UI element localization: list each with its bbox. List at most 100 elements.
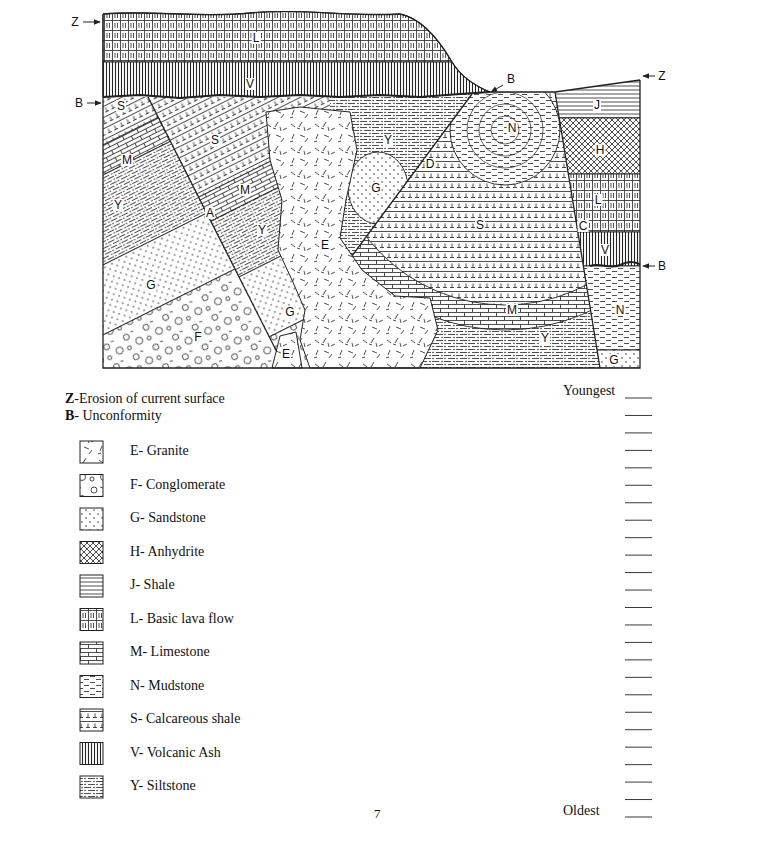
legend-text: L- Basic lava flow bbox=[130, 611, 234, 628]
unit-letter: G bbox=[145, 279, 156, 291]
unit-letter: M bbox=[121, 154, 133, 166]
answer-blank bbox=[625, 729, 652, 730]
unit-letter: J bbox=[593, 99, 601, 111]
pointer-arrow bbox=[643, 76, 655, 77]
unit-letter: Z bbox=[657, 70, 666, 82]
legend-note: B- Unconformity bbox=[65, 408, 162, 425]
unit-letter: S bbox=[116, 100, 126, 112]
legend-text: M- Limestone bbox=[130, 644, 210, 661]
right-block bbox=[550, 0, 645, 368]
answer-blank bbox=[625, 712, 652, 713]
horizontal-layer bbox=[550, 174, 645, 232]
legend-swatch bbox=[80, 508, 103, 530]
lava-flow-layer bbox=[103, 11, 452, 62]
unit-letter: G bbox=[608, 354, 619, 366]
unit-letter: G bbox=[284, 306, 295, 318]
erosion-surface bbox=[103, 11, 640, 92]
answer-blank bbox=[625, 398, 652, 399]
unit-letter: V bbox=[245, 78, 255, 90]
page-number: 7 bbox=[374, 806, 381, 822]
answer-blank bbox=[625, 607, 652, 608]
answer-blank bbox=[625, 572, 652, 573]
legend-text: G- Sandstone bbox=[130, 510, 206, 527]
legend-text: H- Anhydrite bbox=[130, 544, 204, 561]
fault-line bbox=[352, 94, 472, 256]
answer-blank bbox=[625, 502, 652, 503]
cross-section bbox=[83, 0, 759, 604]
order-heading: Oldest bbox=[563, 803, 600, 820]
unit-letter: B bbox=[506, 73, 516, 85]
unit-letter: A bbox=[205, 207, 215, 219]
legend-text: V- Volcanic Ash bbox=[130, 745, 221, 762]
answer-blank bbox=[625, 450, 652, 451]
unit-letter: N bbox=[507, 122, 518, 134]
answer-blank bbox=[625, 642, 652, 643]
pointer-arrow bbox=[83, 22, 100, 23]
legend-swatch bbox=[80, 441, 103, 463]
unit-letter: S bbox=[210, 134, 220, 146]
granite-intrusion bbox=[266, 107, 438, 368]
unit-letter: D bbox=[425, 158, 436, 170]
fault-line bbox=[555, 92, 600, 368]
volcanic-ash-layer bbox=[103, 62, 490, 98]
answer-blank bbox=[625, 467, 652, 468]
answer-blank bbox=[625, 782, 652, 783]
answer-blank bbox=[625, 415, 652, 416]
pointer-arrow bbox=[87, 103, 101, 104]
unit-letter: E bbox=[281, 348, 291, 360]
horizontal-layer bbox=[550, 0, 645, 118]
unit-letter: Y bbox=[383, 134, 393, 146]
unit-letter: H bbox=[595, 144, 606, 156]
answer-blank bbox=[625, 432, 652, 433]
legend-swatch bbox=[80, 475, 103, 497]
legend-swatches bbox=[80, 441, 103, 798]
unit-letter: M bbox=[239, 184, 251, 196]
horizontal-layer bbox=[550, 232, 645, 266]
unit-letter: C bbox=[578, 220, 589, 232]
unit-letter: Y bbox=[257, 224, 267, 236]
fold-core-line bbox=[467, 92, 543, 168]
order-heading: Youngest bbox=[563, 383, 615, 400]
legend-note: Z-Erosion of current surface bbox=[65, 391, 225, 408]
answer-blank bbox=[625, 520, 652, 521]
section-frame bbox=[103, 14, 640, 368]
answer-blank bbox=[625, 677, 652, 678]
pointer-arrow bbox=[643, 266, 655, 267]
answer-blank bbox=[625, 659, 652, 660]
granite-intrusion bbox=[272, 332, 302, 368]
unit-letter: Y bbox=[540, 332, 550, 344]
unit-letter: N bbox=[615, 304, 626, 316]
unit-letter: L bbox=[594, 194, 603, 206]
legend-text: S- Calcareous shale bbox=[130, 711, 240, 728]
answer-blank bbox=[625, 624, 652, 625]
unconformity-line bbox=[103, 92, 490, 98]
answer-blank bbox=[625, 537, 652, 538]
fold-core-line bbox=[479, 104, 531, 156]
fold-core-line bbox=[491, 116, 519, 144]
legend-text: Y- Siltstone bbox=[130, 778, 196, 795]
unit-letter: F bbox=[193, 331, 202, 343]
legend-swatch bbox=[80, 776, 103, 798]
unit-letter: Z bbox=[70, 16, 79, 28]
answer-blank bbox=[625, 817, 652, 818]
legend-text: J- Shale bbox=[130, 577, 175, 594]
unit-letter: B bbox=[74, 97, 84, 109]
legend-text: E- Granite bbox=[130, 443, 189, 460]
unit-letter: L bbox=[252, 32, 261, 44]
answer-blank bbox=[625, 694, 652, 695]
legend-swatch bbox=[80, 676, 103, 698]
fault-line bbox=[148, 97, 285, 368]
legend-text: F- Conglomerate bbox=[130, 477, 225, 494]
unit-letter: Y bbox=[113, 199, 123, 211]
unit-letter: S bbox=[475, 219, 485, 231]
pointer-arrow bbox=[491, 85, 503, 92]
sandstone-lens bbox=[348, 152, 408, 224]
legend-swatch bbox=[80, 609, 103, 631]
answer-blank bbox=[625, 590, 652, 591]
answer-blank bbox=[625, 764, 652, 765]
legend-swatch bbox=[80, 709, 103, 731]
legend-swatch bbox=[80, 542, 103, 564]
answer-blank bbox=[625, 485, 652, 486]
legend-swatch bbox=[80, 575, 103, 597]
